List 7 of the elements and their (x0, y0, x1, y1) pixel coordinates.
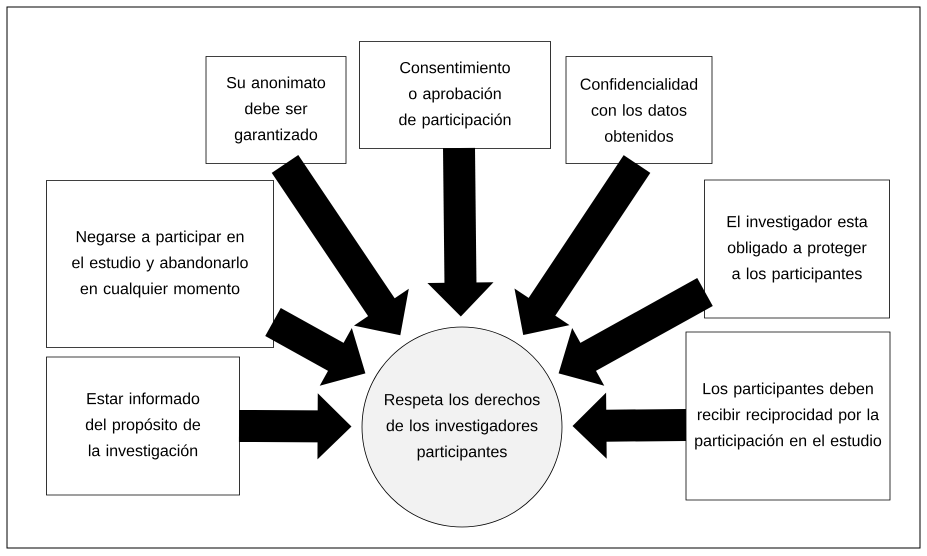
text-box: Negarse a participar en el estudio y abandonarlo en cualquier momento (46, 180, 274, 348)
text-box: El investigador esta obligado a proteger a los participantes (704, 180, 890, 318)
text-box: Estar informado del propósito de la investigación (46, 356, 240, 496)
text-box: Los participantes deben recibir reciprocidad por la participación en el estudio (686, 332, 890, 500)
text-box: Confidencialidad con los datos obtenidos (566, 56, 712, 164)
text-box: Consentimiento o aprobación de participación (359, 41, 551, 149)
text-box: Su anonimato debe ser garantizado (206, 56, 346, 164)
